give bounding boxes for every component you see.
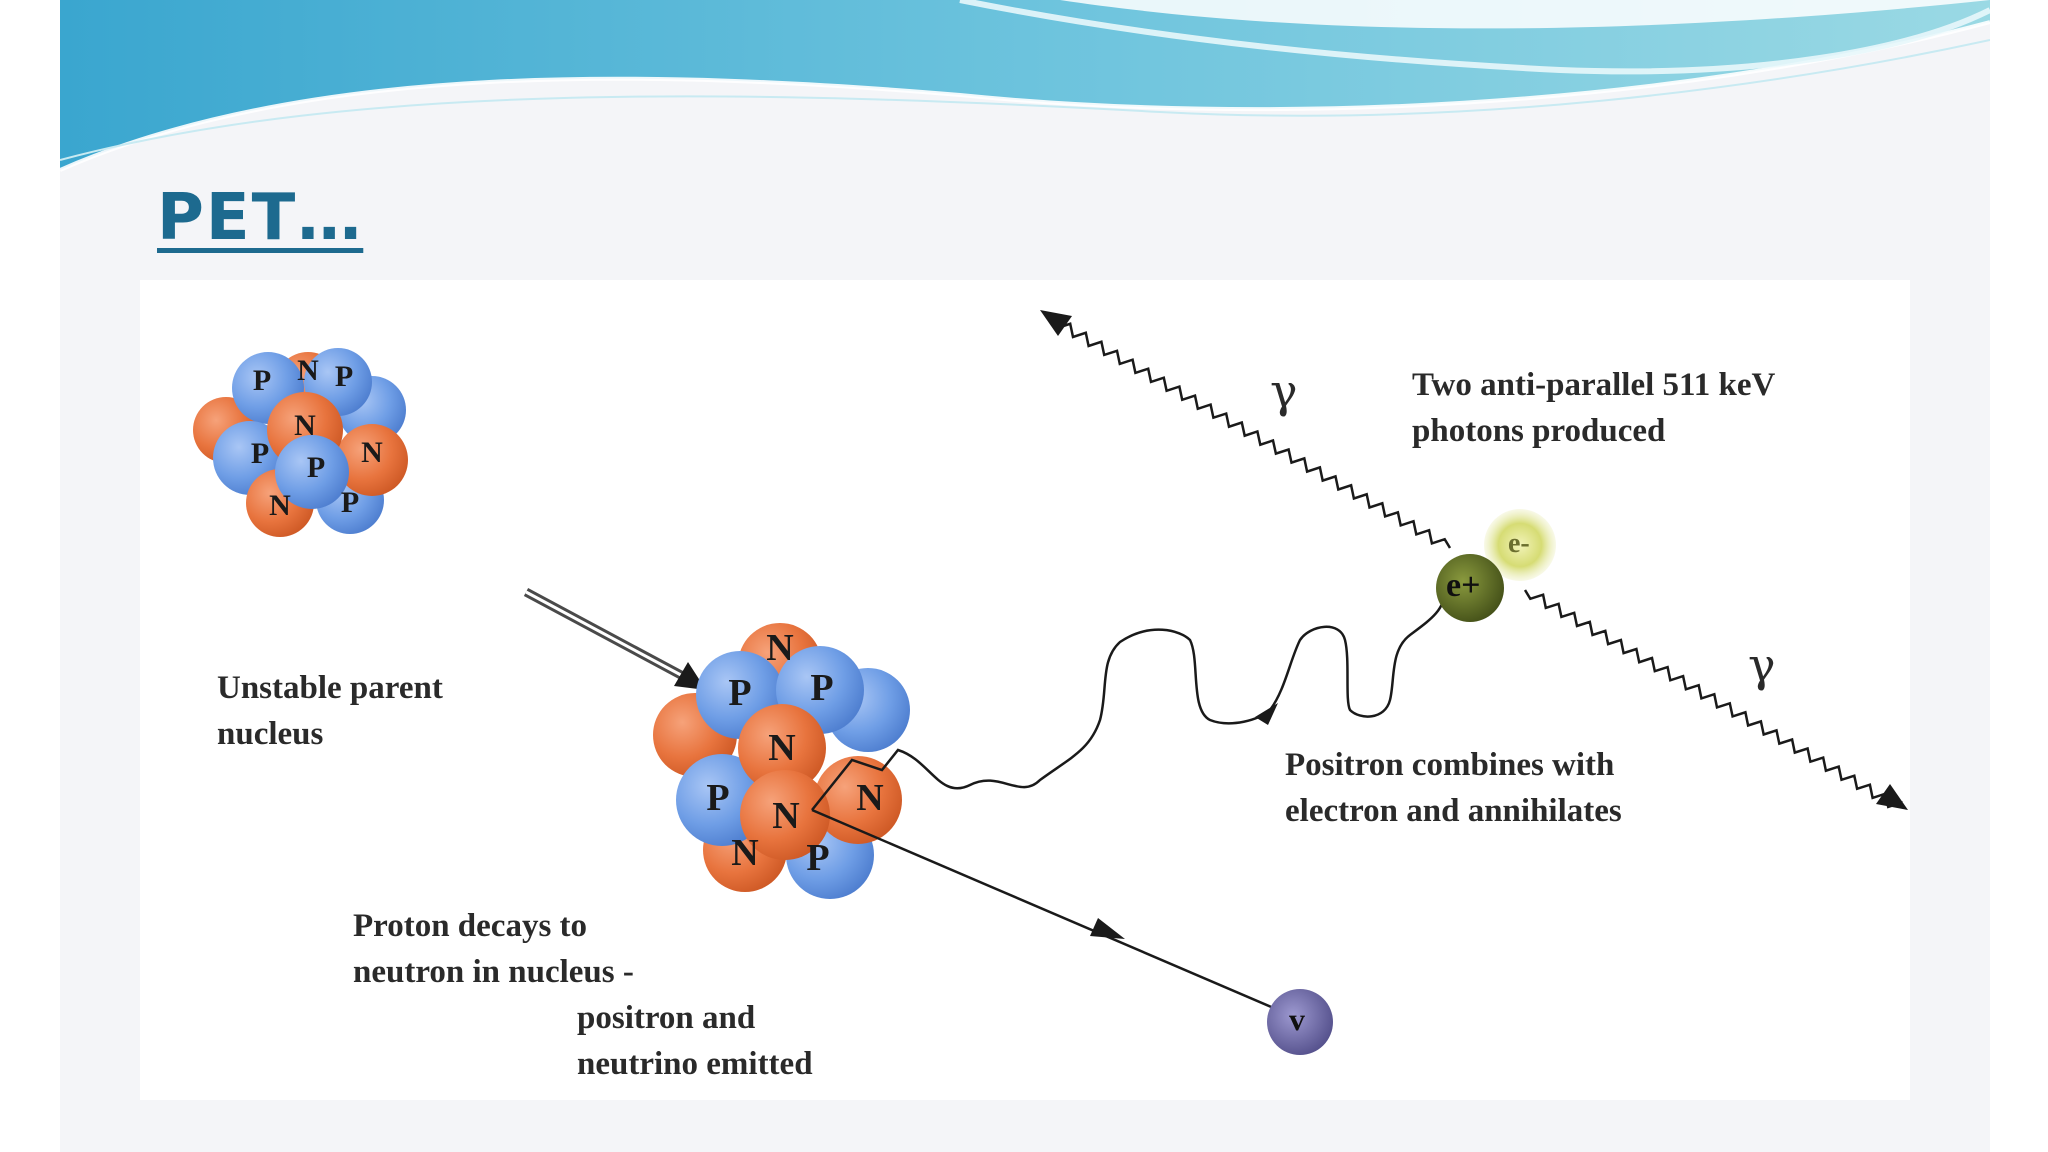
svg-text:N: N [294,409,316,442]
daughter-nucleus: P P N N P N N P N [653,623,910,899]
label-proton: P [251,437,269,470]
svg-text:P: P [706,777,729,819]
positron-symbol: e+ [1446,567,1481,604]
neutrino [1267,989,1333,1055]
header-wave [60,0,1990,172]
svg-text:N: N [856,777,883,819]
svg-text:P: P [307,451,325,484]
slide: PET… [60,0,1990,1152]
positron-path [811,589,1447,811]
decay-label-line4: neutrino emitted [577,1046,813,1082]
parent-nucleus-label-line1: Unstable parent [217,670,443,706]
neutrino-path [811,808,1291,1017]
svg-text:N: N [766,627,793,669]
decay-label-line3: positron and [577,1000,756,1036]
photons-label-line2: photons produced [1412,413,1666,449]
svg-text:P: P [728,672,751,714]
photons-label-line1: Two anti-parallel 511 keV [1412,367,1776,403]
slide-title: PET… [157,181,364,255]
photons-label: Two anti-parallel 511 keV photons produc… [1412,362,1775,454]
annihilation-label-line2: electron and annihilates [1285,793,1622,829]
electron-symbol: e- [1508,528,1530,559]
pet-diagram: P P P P N N N P N [140,280,1910,1100]
decay-label-line1: Proton decays to [353,908,588,944]
svg-text:N: N [768,727,795,769]
gamma-ray-up [1040,310,1452,549]
decay-label-continued: positron and neutrino emitted [577,995,813,1087]
svg-text:N: N [772,795,799,837]
parent-nucleus: P P P P N N N P N [193,348,408,537]
svg-text:P: P [253,364,271,397]
svg-text:P: P [335,360,353,393]
annihilation-label-line1: Positron combines with [1285,747,1615,783]
electron [1484,509,1556,581]
neutrino-symbol: v [1289,1001,1305,1037]
svg-text:N: N [361,436,383,469]
annihilation-label: Positron combines with electron and anni… [1285,742,1622,834]
svg-text:N: N [731,832,758,874]
positron [1436,554,1504,622]
svg-text:P: P [341,486,359,519]
parent-nucleus-label: Unstable parent nucleus [217,665,443,757]
decay-label: Proton decays to neutron in nucleus - [353,903,634,995]
decay-label-line2: neutron in nucleus - [353,954,634,990]
svg-text:P: P [810,667,833,709]
diagram-graphics: P P P P N N N P N [193,310,1908,1055]
gamma-ray-down [1523,589,1908,810]
svg-text:N: N [269,489,291,522]
transition-arrow [523,588,706,690]
gamma-symbol-upper: γ [1270,364,1298,418]
svg-text:N: N [297,354,319,387]
svg-text:P: P [806,837,829,879]
gamma-symbol-lower: γ [1748,638,1776,692]
parent-nucleus-label-line2: nucleus [217,716,324,752]
